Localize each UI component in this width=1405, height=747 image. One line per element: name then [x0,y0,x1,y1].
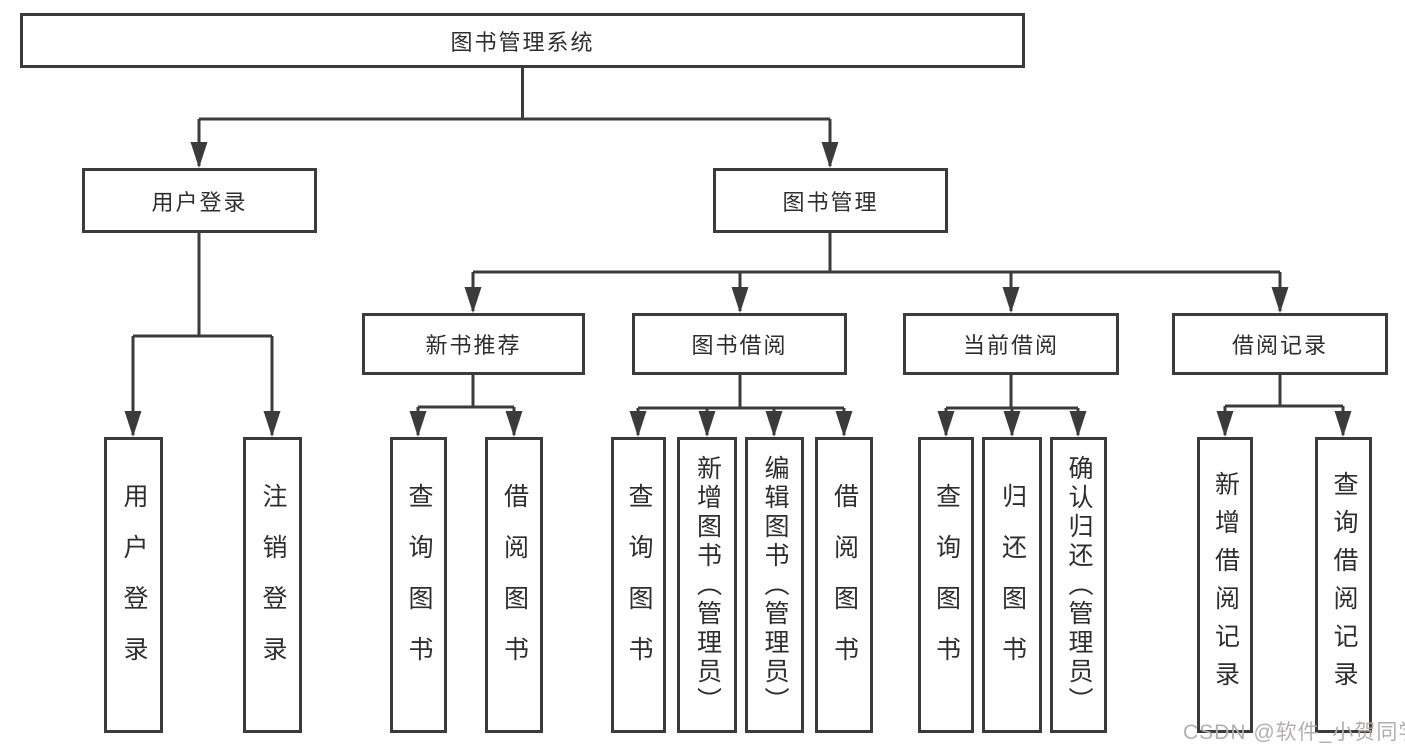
node-leaf-user-login: 用户登录 [104,437,163,733]
node-leaf-br-query-label: 查询借阅记录 [1330,471,1358,699]
node-book-mgmt-label: 图书管理 [782,189,879,215]
node-leaf-bb-edit: 编辑图书（管理员） [745,437,804,733]
node-leaf-br-query: 查询借阅记录 [1315,437,1372,733]
node-current-borrow-label: 当前借阅 [962,333,1059,358]
node-root-label: 图书管理系统 [450,29,595,55]
node-user-login-group: 用户登录 [82,168,317,233]
node-leaf-nbr-borrow-label: 借阅图书 [500,483,529,687]
csdn-watermark: CSDN @软件_小贺同学 [1183,721,1405,744]
node-leaf-logout-label: 注销登录 [259,483,287,687]
node-leaf-bb-borrow-label: 借阅图书 [830,483,859,687]
node-leaf-br-add: 新增借阅记录 [1197,437,1253,733]
node-user-login-group-label: 用户登录 [151,189,248,215]
node-root: 图书管理系统 [20,13,1025,68]
node-new-book-rec-label: 新书推荐 [425,333,522,358]
node-leaf-nbr-borrow: 借阅图书 [485,437,543,733]
node-leaf-bb-add: 新增图书（管理员） [677,437,737,733]
node-borrow-records-label: 借阅记录 [1231,333,1328,358]
node-leaf-user-login-label: 用户登录 [120,483,148,687]
arrowheads [124,142,1352,437]
node-leaf-logout: 注销登录 [243,437,302,733]
node-leaf-nbr-query: 查询图书 [390,437,447,733]
node-borrow-records: 借阅记录 [1172,313,1388,375]
node-leaf-cb-return-label: 归还图书 [998,483,1027,687]
node-book-borrow-label: 图书借阅 [691,333,788,358]
node-leaf-br-add-label: 新增借阅记录 [1211,471,1240,699]
node-leaf-cb-confirm-label: 确认归还（管理员） [1065,454,1093,716]
node-leaf-cb-confirm: 确认归还（管理员） [1050,437,1107,733]
node-book-mgmt: 图书管理 [713,168,948,233]
node-leaf-bb-borrow: 借阅图书 [815,437,873,733]
node-leaf-cb-query-label: 查询图书 [932,483,961,687]
node-leaf-bb-edit-label: 编辑图书（管理员） [761,454,789,716]
node-book-borrow: 图书借阅 [632,313,847,375]
node-leaf-nbr-query-label: 查询图书 [405,483,433,687]
node-leaf-bb-add-label: 新增图书（管理员） [693,454,722,716]
node-leaf-cb-return: 归还图书 [982,437,1042,733]
node-leaf-cb-query: 查询图书 [918,437,974,733]
node-leaf-bb-query-label: 查询图书 [625,483,653,687]
node-leaf-bb-query: 查询图书 [611,437,666,733]
node-current-borrow: 当前借阅 [903,313,1119,375]
node-new-book-rec: 新书推荐 [362,313,585,375]
